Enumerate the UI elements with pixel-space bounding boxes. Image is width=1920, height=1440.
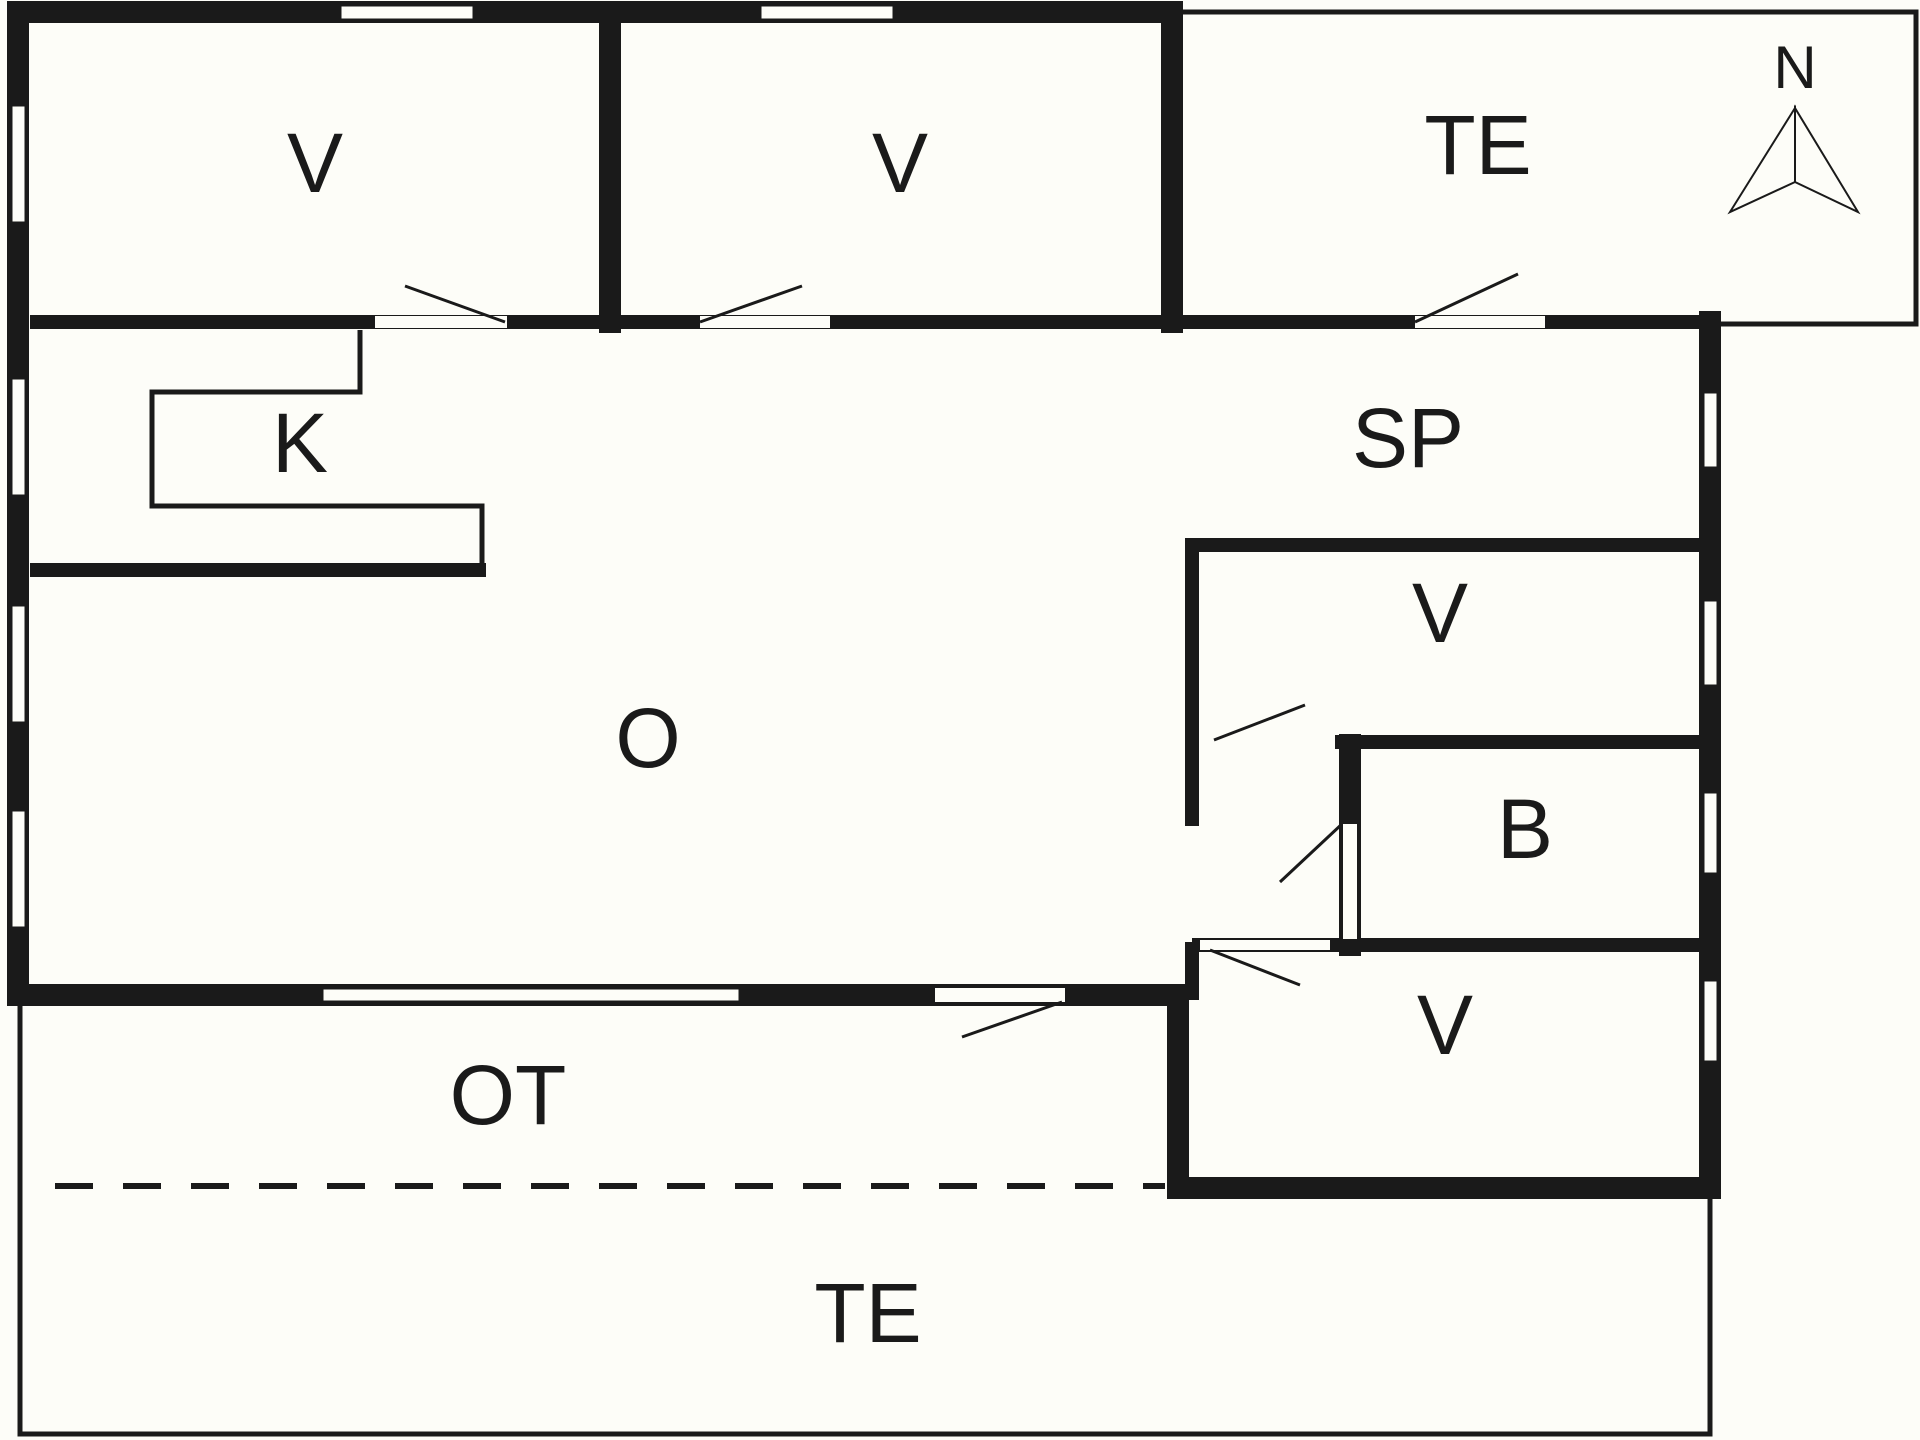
room-label-bedroom-top-left: V — [287, 116, 343, 210]
room-label-bathroom: B — [1497, 782, 1553, 876]
windows — [9, 3, 1720, 1064]
room-label-dining-area: SP — [1352, 391, 1464, 485]
doors — [375, 272, 1545, 1039]
room-label-bedroom-top-middle: V — [872, 116, 928, 210]
room-label-living-room: O — [615, 691, 680, 785]
room-label-bedroom-right-upper: V — [1412, 566, 1468, 660]
room-label-kitchen: K — [272, 396, 328, 490]
kitchen-counter — [149, 330, 485, 570]
compass-north-label: N — [1773, 34, 1816, 101]
terrace-outlines — [17, 9, 1919, 1437]
room-labels: V V TE K SP O V B V OT TE — [272, 98, 1553, 1360]
north-arrow-icon — [1727, 104, 1861, 215]
room-label-terrace-north: TE — [1424, 98, 1531, 192]
room-label-covered-terrace: OT — [450, 1048, 567, 1142]
room-label-terrace-south: TE — [814, 1266, 921, 1360]
room-label-bedroom-right-lower: V — [1417, 978, 1473, 1072]
compass: N — [1727, 34, 1861, 215]
